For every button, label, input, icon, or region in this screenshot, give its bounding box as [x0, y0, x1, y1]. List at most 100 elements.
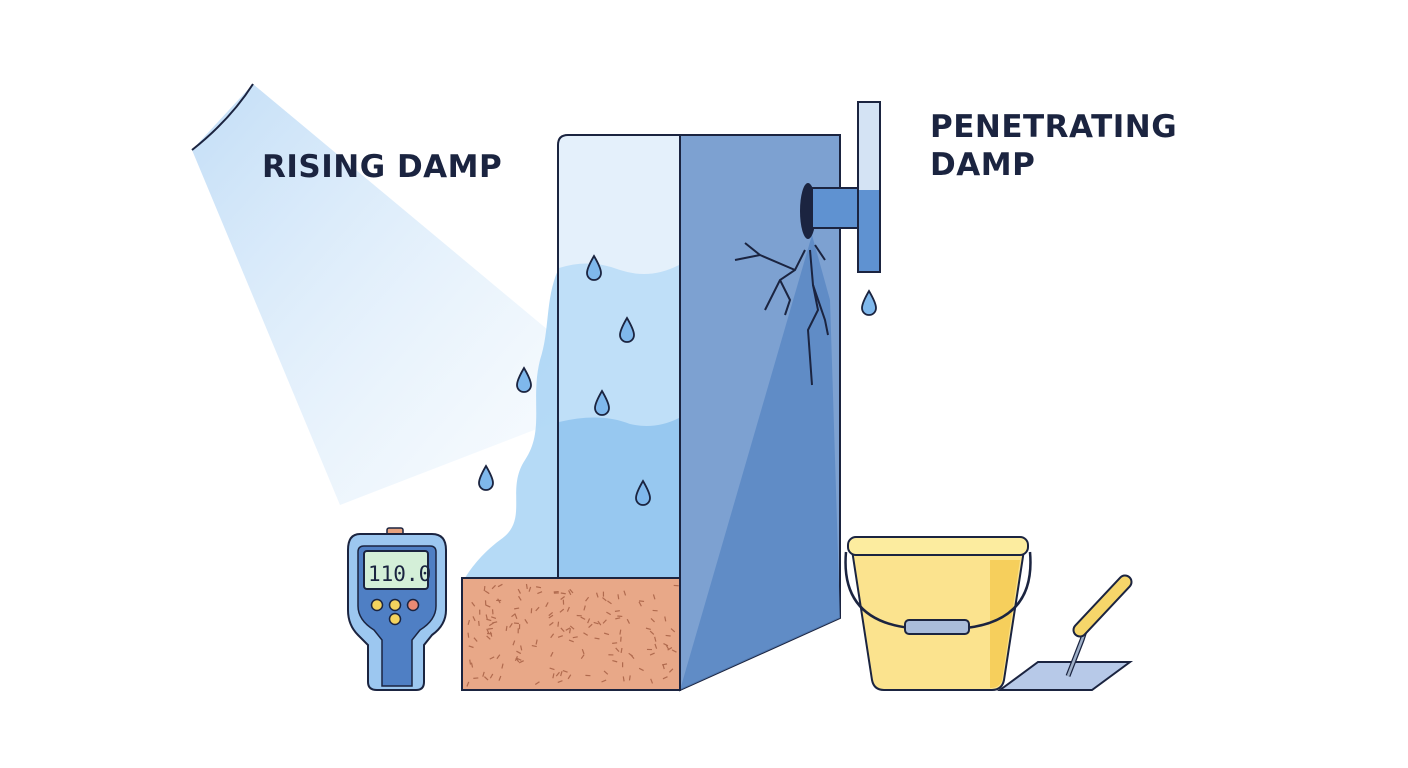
brick-speckle — [620, 647, 623, 654]
meter-screen — [363, 550, 429, 590]
brick-speckle — [615, 617, 621, 620]
brick-speckle — [512, 640, 516, 646]
brick-speckle — [485, 614, 488, 620]
brick-speckle — [619, 629, 622, 635]
brick-speckle — [603, 632, 610, 636]
brick-speckle — [555, 671, 560, 677]
brick-speckle — [617, 594, 620, 600]
brick-speckle — [531, 644, 537, 648]
brick-speckle — [528, 586, 532, 592]
brick-speckle — [565, 627, 571, 631]
brick-speckle — [478, 620, 480, 626]
brick-speckle — [505, 625, 508, 631]
crack-lines — [734, 242, 829, 386]
brick-speckle — [560, 592, 566, 595]
brick-speckle — [496, 654, 501, 660]
brick-speckle — [606, 611, 612, 616]
brick-speckle — [567, 674, 572, 680]
brick-speckle — [548, 614, 554, 619]
brick-speckle — [518, 595, 522, 601]
brick-speckle — [607, 600, 612, 605]
brick-speckle — [626, 618, 631, 624]
brick-speckle — [483, 586, 486, 592]
brick-speckle — [517, 588, 521, 594]
brick-speckle — [569, 625, 575, 630]
brick-speckle — [552, 673, 555, 679]
brick-speckle — [549, 667, 555, 671]
brick-speckle — [587, 618, 591, 624]
brick-speckle — [568, 639, 574, 643]
brick-speckle — [601, 679, 607, 683]
brick-speckle — [545, 602, 549, 608]
brick-speckle — [484, 590, 490, 595]
brick-speckle — [501, 663, 504, 669]
brick-speckle — [581, 649, 585, 655]
penetrating-damp-line2: DAMP — [930, 147, 1036, 183]
brick-speckle — [559, 608, 565, 613]
brick-speckle — [471, 601, 476, 607]
brick-texture — [466, 583, 679, 687]
brick-speckle — [486, 635, 491, 640]
brick-speckle — [487, 627, 493, 630]
water-drop-icon — [478, 464, 494, 491]
brick-speckle — [569, 628, 571, 634]
brick-speckle — [662, 676, 668, 680]
brick-speckle — [668, 668, 674, 673]
brick-speckle — [588, 623, 593, 629]
brick-speckle — [560, 596, 565, 601]
brick-speckle — [664, 616, 667, 622]
brick-speckle — [485, 604, 491, 608]
trowel — [996, 574, 1134, 691]
brick-speckle — [602, 597, 607, 602]
brick-speckle — [650, 618, 655, 623]
brick-speckle — [548, 621, 554, 626]
brick-speckle — [489, 673, 494, 679]
brick-speckle — [594, 637, 600, 640]
water-drop-icon — [516, 366, 532, 393]
brick-speckle — [472, 616, 476, 622]
brick-speckle — [467, 619, 471, 625]
brick-speckle — [661, 663, 668, 666]
brick-speckle — [667, 646, 673, 651]
brick-speckle — [572, 636, 578, 639]
brick-speckle — [614, 610, 620, 612]
brick-speckle — [638, 601, 642, 607]
brick-speckle — [602, 619, 607, 624]
brick-speckle — [491, 616, 497, 619]
brick-speckle — [497, 583, 503, 588]
brick-speckle — [671, 649, 677, 653]
brick-speckle — [514, 655, 518, 662]
meter-button — [388, 598, 402, 612]
brick-speckle — [638, 667, 644, 672]
brick-speckle — [652, 594, 656, 600]
brick-speckle — [468, 645, 474, 649]
brick-speckle — [622, 676, 625, 682]
brick-speckle — [612, 660, 618, 663]
brick-speckle — [469, 659, 472, 665]
brick-speckle — [524, 618, 529, 624]
brick-speckle — [516, 650, 522, 655]
brick-speckle — [509, 623, 513, 628]
wall-water-lower — [559, 417, 679, 578]
brick-speckle — [550, 651, 554, 657]
water-drop-icon — [861, 289, 877, 316]
brick-speckle — [639, 600, 645, 603]
brick-base — [461, 577, 681, 691]
brick-speckle — [534, 681, 540, 685]
brick-speckle — [511, 613, 516, 618]
brick-speckle — [580, 654, 585, 660]
brick-speckle — [514, 613, 518, 620]
brick-speckle — [482, 671, 485, 677]
brick-speckle — [645, 627, 651, 631]
brick-speckle — [615, 647, 620, 653]
brick-speckle — [557, 621, 560, 627]
lamp-edge — [191, 83, 254, 151]
water-droplets — [478, 254, 877, 506]
brick-speckle — [650, 678, 654, 684]
brick-speckle — [518, 660, 524, 664]
water-drop-icon — [619, 316, 635, 343]
brick-speckle — [628, 652, 634, 657]
brick-speckle — [513, 622, 520, 625]
brick-speckle — [583, 605, 586, 611]
